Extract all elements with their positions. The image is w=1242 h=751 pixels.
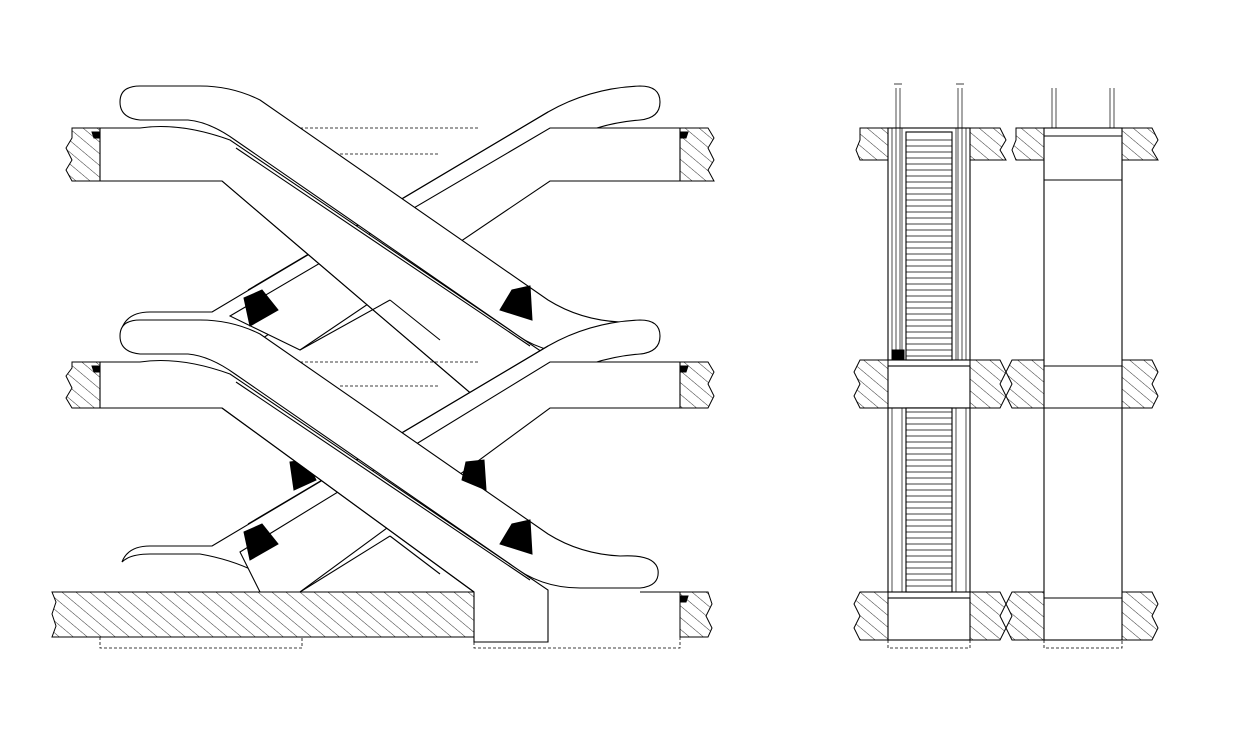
lower-escalator-front <box>99 319 659 643</box>
ground-floor-slab <box>51 591 713 649</box>
rear-elevation-view <box>1005 88 1159 649</box>
upper-escalator-front <box>99 85 659 409</box>
upper-steps <box>906 139 952 357</box>
front-section-view <box>853 83 1007 649</box>
lower-steps <box>906 411 952 587</box>
lower-truss-lines <box>299 361 480 593</box>
side-elevation-view <box>51 85 715 649</box>
middle-floor-slab <box>65 361 715 409</box>
upper-truss-lines <box>299 127 480 351</box>
